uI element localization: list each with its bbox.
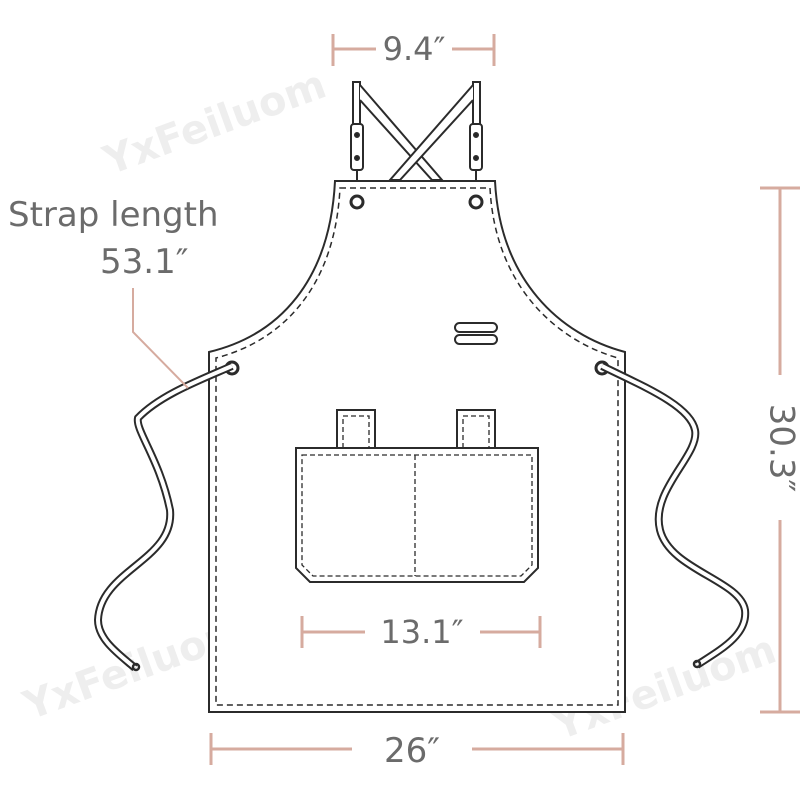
dimension-lines: [132, 34, 800, 765]
apron-outline: [93, 81, 750, 713]
bottom-width-label: 26″: [384, 731, 440, 771]
watermark: YxFeiluom: [97, 62, 332, 185]
pocket-width-label: 13.1″: [380, 613, 463, 651]
length-label: 30.3″: [762, 404, 800, 492]
top-width-label: 9.4″: [383, 30, 446, 68]
strap-length-value: 53.1″: [100, 242, 188, 282]
strap-length-title: Strap length: [8, 195, 219, 235]
